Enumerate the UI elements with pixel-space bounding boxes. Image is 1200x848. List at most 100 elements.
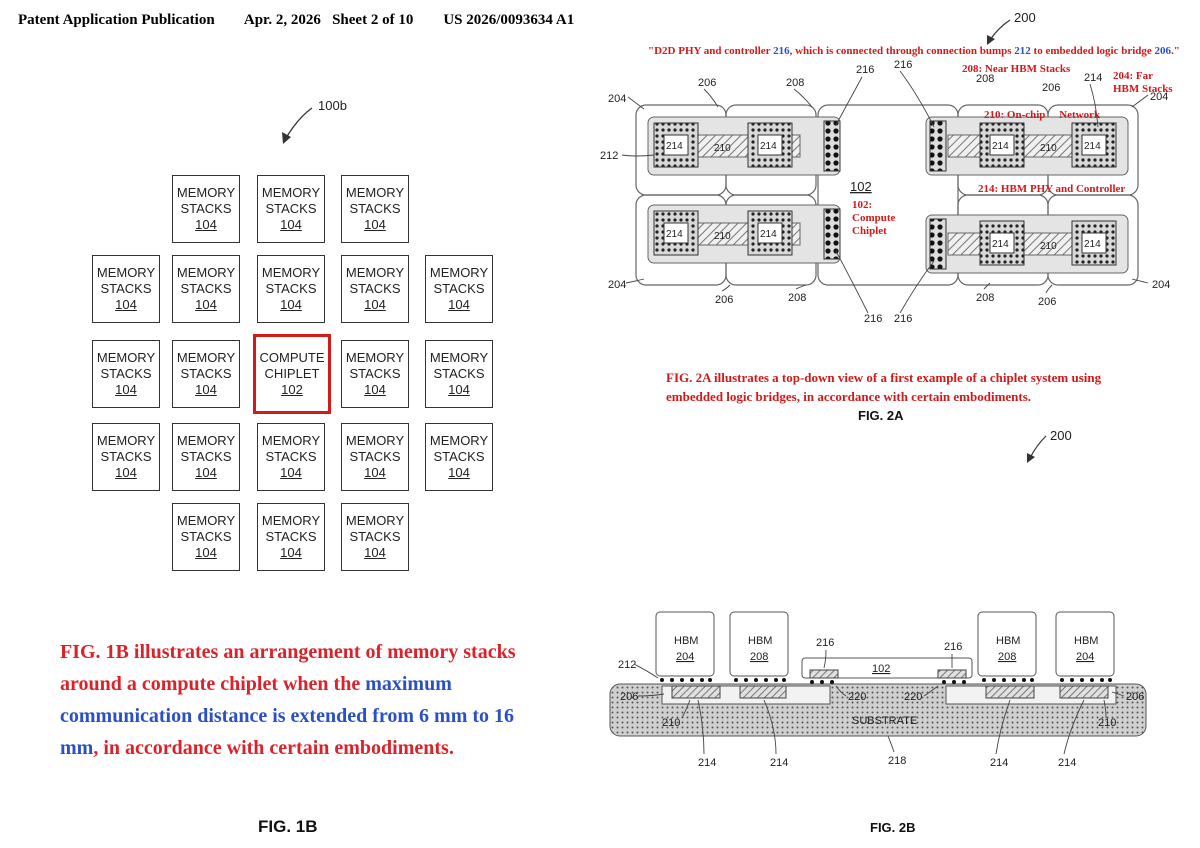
fig2a-quote-a: "D2D PHY and controller (648, 45, 774, 57)
memory-stack-number: 104 (195, 297, 217, 312)
fig2b-compute-die (801, 657, 973, 679)
fig2a-annotation-onchip-b: Network (1059, 109, 1101, 121)
fig2a-caption: FIG. 2A illustrates a top-down view of a… (666, 370, 1102, 404)
memory-stack-line2: STACKS (100, 281, 152, 296)
fig2a-phy-label-3: 214 (666, 229, 683, 240)
fig2b-ref-214-2: 214 (770, 757, 788, 769)
fig2a-annotation-far-hbm: 204: Far HBM Stacks (1113, 70, 1173, 95)
fig2b-hbm-num-3: 208 (998, 651, 1016, 663)
memory-stack-line2: STACKS (433, 281, 485, 296)
fig2a-net-label-4: 210 (1040, 241, 1057, 252)
fig1b-caption-part1: FIG. 1B illustrates an arrangement of me… (60, 641, 516, 695)
fig2b-ref-216-r: 216 (944, 641, 962, 653)
fig2b-ref-212: 212 (618, 659, 636, 671)
compute-chiplet-line2: CHIPLET (264, 366, 320, 381)
fig2a-phy-label-1: 214 (666, 141, 683, 152)
fig1b-label: FIG. 1B (258, 817, 318, 836)
fig2b-hbm-204-right (1055, 611, 1115, 677)
fig2a-quote: "D2D PHY and controller 216, which is co… (648, 45, 1180, 57)
fig2a-annotation-compute: 102: Compute Chiplet (852, 199, 896, 237)
memory-stack-line1: MEMORY (429, 350, 489, 365)
fig2b-d2d-left (809, 669, 839, 679)
memory-stack-line1: MEMORY (261, 433, 321, 448)
fig2a-quote-f: 206 (1154, 45, 1172, 57)
memory-stack-number: 104 (195, 465, 217, 480)
fig2b-ref-206-l: 206 (620, 691, 638, 703)
memory-stack-line2: STACKS (265, 201, 317, 216)
fig2a-phy-label-2: 214 (760, 141, 777, 152)
memory-stack-number: 104 (448, 297, 470, 312)
fig2a-annotation-phy: 214: HBM PHY and Controller (978, 183, 1126, 195)
fig2a-label: FIG. 2A (858, 408, 904, 423)
memory-stack-number: 104 (115, 382, 137, 397)
memory-stack-line2: STACKS (433, 366, 485, 381)
memory-stack-number: 104 (280, 297, 302, 312)
fig2a-quote-c: , which is connected through connection … (789, 45, 1015, 57)
memory-stack-line2: STACKS (180, 366, 232, 381)
compute-chiplet-number: 102 (281, 382, 303, 397)
memory-stack-line1: MEMORY (345, 513, 405, 528)
fig2a-ref-208-b: 208 (788, 292, 806, 304)
memory-stack-number: 104 (364, 297, 386, 312)
fig2a-ref-206-br: 206 (1038, 296, 1056, 308)
fig2a-compute-ref: 102 (850, 179, 872, 194)
fig2a-ref-216-tl: 216 (856, 64, 874, 76)
memory-stack-line1: MEMORY (429, 265, 489, 280)
fig2a-net-label-1: 210 (714, 143, 731, 154)
fig2a-ref-214-tr: 214 (1084, 72, 1102, 84)
fig2b-ref-206-r: 206 (1126, 691, 1144, 703)
fig2a-annotation-near-hbm: 208: Near HBM Stacks (962, 63, 1071, 75)
fig2a-phy-label-8: 214 (1084, 239, 1101, 250)
fig2b-ref-210-l: 210 (662, 717, 680, 729)
memory-stack-line2: STACKS (349, 281, 401, 296)
fig2a-ref-206-t: 206 (698, 77, 716, 89)
fig2b-ref-216-l: 216 (816, 637, 834, 649)
fig2b-hbm-204-left (655, 611, 715, 677)
fig2a-phy-label-4: 214 (760, 229, 777, 240)
fig2b-ref-214-1: 214 (698, 757, 716, 769)
fig2b-ref-218: 218 (888, 755, 906, 767)
memory-stack-line1: MEMORY (261, 185, 321, 200)
fig2a-phy-blocks (653, 122, 1117, 266)
fig2a-compute-chiplet (817, 104, 959, 286)
fig2a-ref-label: 200 (1014, 10, 1036, 25)
fig2a-ref-216-br: 216 (894, 313, 912, 325)
memory-stack-number: 104 (195, 545, 217, 560)
memory-stack-number: 104 (280, 545, 302, 560)
fig1b-caption-part4: , in accordance with certain embodiments… (93, 737, 454, 759)
fig2b-ref-220-l: 220 (848, 691, 866, 703)
memory-stack-line1: MEMORY (96, 350, 156, 365)
memory-stack-line1: MEMORY (176, 185, 236, 200)
compute-chiplet-line1: COMPUTE (259, 350, 325, 365)
memory-stack-line1: MEMORY (345, 265, 405, 280)
memory-stack-line1: MEMORY (176, 513, 236, 528)
memory-stack-line1: MEMORY (176, 265, 236, 280)
fig2b-hbm-text-1: HBM (674, 635, 698, 647)
memory-stack-line2: STACKS (349, 366, 401, 381)
fig1b-caption-part2: maximum communication distance (60, 673, 452, 727)
memory-stack-line1: MEMORY (176, 433, 236, 448)
fig2a-quote-d: 212 (1014, 45, 1031, 57)
memory-stack-line2: STACKS (180, 281, 232, 296)
fig2b-substrate-label: SUBSTRATE (852, 715, 917, 727)
page-header: Patent Application Publication Apr. 2, 2… (18, 12, 574, 29)
fig2a-diagram: 214 214 214 214 214 214 214 214 210 210 … (600, 59, 1170, 325)
fig2a-ref-204-bl: 204 (608, 279, 626, 291)
fig2a-phy-label-5: 214 (992, 141, 1009, 152)
fig2a-d2d-phy-br (929, 218, 947, 270)
memory-stack-line2: STACKS (265, 449, 317, 464)
fig2a-phy-label-7: 214 (992, 239, 1009, 250)
memory-stack-number: 104 (364, 217, 386, 232)
fig2b-hbm-208-right (977, 611, 1037, 677)
fig2b-ref-214-3: 214 (990, 757, 1008, 769)
